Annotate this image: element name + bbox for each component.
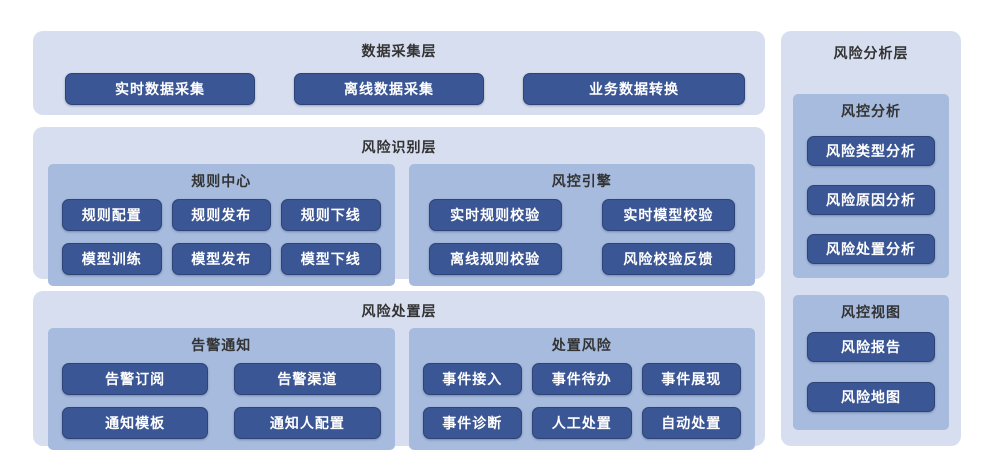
diagram-node: 通知模板 <box>62 407 209 439</box>
diagram-node: 实时模型校验 <box>601 199 735 231</box>
diagram-node: 自动处置 <box>641 407 741 439</box>
node-group-alert-notification: 告警订阅告警渠道通知模板通知人配置 <box>62 363 381 439</box>
panel-handle-risk: 处置风险 事件接入事件待办事件展现事件诊断人工处置自动处置 <box>408 328 755 450</box>
layer-risk-analysis: 风险分析层 风控分析 风险类型分析风险原因分析风险处置分析 风控视图 风险报告风… <box>781 31 961 446</box>
panel-title-rule-center: 规则中心 <box>191 173 252 189</box>
layer-data-collection: 数据采集层 实时数据采集 离线数据采集 业务数据转换 <box>33 31 765 115</box>
layer-risk-identification: 风险识别层 规则中心 规则配置规则发布规则下线模型训练模型发布模型下线 风控引擎… <box>33 127 765 286</box>
node-group-data-collection: 实时数据采集 离线数据采集 业务数据转换 <box>33 61 765 105</box>
diagram-node: 风险原因分析 <box>807 185 935 215</box>
layer-title-data-collection: 数据采集层 <box>361 43 437 59</box>
diagram-node: 风险地图 <box>807 382 935 413</box>
panel-alert-notification: 告警通知 告警订阅告警渠道通知模板通知人配置 <box>48 328 395 450</box>
diagram-node: 规则发布 <box>171 199 271 231</box>
layer-title-risk-analysis: 风险分析层 <box>833 45 909 61</box>
panel-title-risk-engine: 风控引擎 <box>551 173 612 189</box>
diagram-node: 业务数据转换 <box>523 73 745 105</box>
diagram-node: 告警订阅 <box>62 363 209 395</box>
diagram-node: 通知人配置 <box>234 407 381 439</box>
diagram-node: 事件待办 <box>532 363 632 395</box>
diagram-node: 规则下线 <box>281 199 381 231</box>
node-group-handle-risk: 事件接入事件待办事件展现事件诊断人工处置自动处置 <box>422 363 741 439</box>
diagram-node: 风险类型分析 <box>807 136 935 166</box>
layer-title-risk-disposal: 风险处置层 <box>361 303 437 319</box>
panel-title-alert-notification: 告警通知 <box>191 337 252 353</box>
node-group-rule-center: 规则配置规则发布规则下线模型训练模型发布模型下线 <box>62 199 381 275</box>
diagram-left-column: 数据采集层 实时数据采集 离线数据采集 业务数据转换 风险识别层 规则中心 规则配置… <box>33 31 765 450</box>
panel-risk-analytics: 风控分析 风险类型分析风险原因分析风险处置分析 <box>793 94 949 279</box>
diagram-node: 离线数据采集 <box>294 73 484 105</box>
panel-title-risk-analytics: 风控分析 <box>841 103 901 119</box>
layer-risk-disposal: 风险处置层 告警通知 告警订阅告警渠道通知模板通知人配置 处置风险 事件接入事件… <box>33 291 765 450</box>
diagram-node: 风险处置分析 <box>807 234 935 264</box>
panel-title-handle-risk: 处置风险 <box>551 337 612 353</box>
diagram-node: 告警渠道 <box>234 363 381 395</box>
diagram-node: 事件展现 <box>641 363 741 395</box>
diagram-node: 离线规则校验 <box>428 243 562 275</box>
panel-row-risk-disposal: 告警通知 告警订阅告警渠道通知模板通知人配置 处置风险 事件接入事件待办事件展现… <box>33 321 765 461</box>
node-group-risk-view: 风险报告风险地图 <box>807 332 935 413</box>
diagram-node: 规则配置 <box>62 199 162 231</box>
diagram-node: 风险报告 <box>807 332 935 363</box>
diagram-node: 事件诊断 <box>422 407 522 439</box>
diagram-node: 人工处置 <box>532 407 632 439</box>
panel-risk-engine: 风控引擎 实时规则校验 实时模型校验离线规则校验 风险校验反馈 <box>408 164 755 286</box>
panel-rule-center: 规则中心 规则配置规则发布规则下线模型训练模型发布模型下线 <box>48 164 395 286</box>
diagram-node: 事件接入 <box>422 363 522 395</box>
diagram-node: 实时数据采集 <box>65 73 255 105</box>
diagram-right-column: 风险分析层 风控分析 风险类型分析风险原因分析风险处置分析 风控视图 风险报告风… <box>781 31 961 446</box>
diagram-node: 实时规则校验 <box>428 199 562 231</box>
diagram-node: 模型训练 <box>62 243 162 275</box>
layer-title-risk-identification: 风险识别层 <box>361 139 437 155</box>
panel-title-risk-view: 风控视图 <box>841 304 901 321</box>
panel-row-risk-identification: 规则中心 规则配置规则发布规则下线模型训练模型发布模型下线 风控引擎 实时规则校… <box>33 157 765 297</box>
diagram-node: 模型下线 <box>281 243 381 275</box>
diagram-node: 模型发布 <box>171 243 271 275</box>
panel-risk-view: 风控视图 风险报告风险地图 <box>793 295 949 430</box>
diagram-node: 风险校验反馈 <box>601 243 735 275</box>
node-group-risk-analytics: 风险类型分析风险原因分析风险处置分析 <box>807 136 935 264</box>
node-group-risk-engine: 实时规则校验 实时模型校验离线规则校验 风险校验反馈 <box>423 199 742 275</box>
